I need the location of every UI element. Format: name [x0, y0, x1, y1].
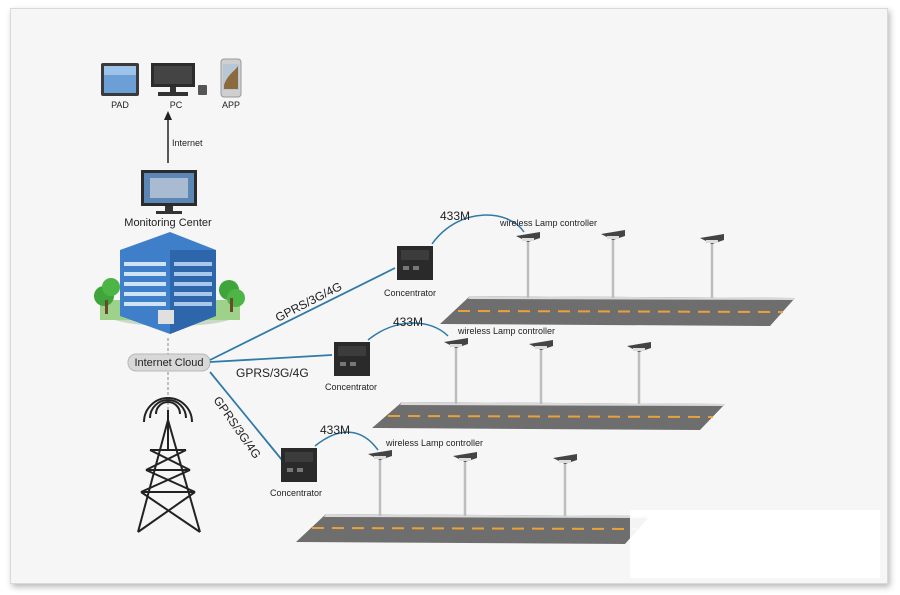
phone-device — [220, 58, 242, 98]
gprs-link-3 — [209, 371, 283, 461]
freq-label: 433M — [440, 209, 470, 223]
internet-cloud-label: Internet Cloud — [134, 357, 203, 369]
concentrator-label: Concentrator — [270, 488, 322, 498]
wireless-link — [431, 214, 525, 245]
road-1 — [440, 296, 795, 326]
concentrator-label: Concentrator — [384, 288, 436, 298]
freq-label: 433M — [393, 315, 423, 329]
pad-label: PAD — [111, 100, 129, 110]
pc-label: PC — [170, 100, 183, 110]
lamp-controller-label: wireless Lamp controller — [499, 218, 597, 228]
tower-icon — [137, 397, 201, 533]
street-lamp-icon — [453, 452, 477, 516]
street-lamp-icon — [627, 342, 651, 404]
corner-patch — [630, 510, 880, 578]
street-lamp-icon — [553, 454, 577, 516]
internet-label: Internet — [172, 138, 203, 148]
wireless-link — [367, 322, 449, 341]
tree-icon — [94, 278, 120, 314]
tree-icon — [219, 280, 245, 312]
gprs-label-2: GPRS/3G/4G — [236, 366, 309, 380]
street-lamp-icon — [444, 338, 468, 404]
internet-cloud-badge — [127, 353, 211, 372]
concentrator-box — [397, 246, 433, 280]
gprs-link-1 — [209, 267, 396, 361]
pad-device — [101, 63, 139, 96]
building-icon — [100, 232, 240, 334]
wireless-link — [314, 431, 379, 451]
street-lamp-icon — [368, 450, 392, 516]
concentrator-label: Concentrator — [325, 382, 377, 392]
lamp-controller-label: wireless Lamp controller — [457, 326, 555, 336]
freq-label: 433M — [320, 423, 350, 437]
road-3 — [296, 514, 650, 544]
gprs-label-1: GPRS/3G/4G — [273, 279, 344, 324]
street-lamp-icon — [529, 340, 553, 404]
arrow-head-icon — [164, 111, 172, 120]
gprs-link-2 — [209, 354, 333, 363]
lamp-controller-label: wireless Lamp controller — [385, 438, 483, 448]
concentrator-box — [281, 448, 317, 482]
street-lamp-icon — [516, 232, 540, 298]
street-lamp-icon — [700, 234, 724, 298]
monitor-icon — [141, 170, 197, 214]
app-label: APP — [222, 100, 240, 110]
street-lamp-icon — [601, 230, 625, 298]
pc-device — [151, 63, 207, 96]
monitoring-center-label: Monitoring Center — [124, 217, 212, 229]
road-2 — [372, 402, 725, 430]
concentrator-box — [334, 342, 370, 376]
